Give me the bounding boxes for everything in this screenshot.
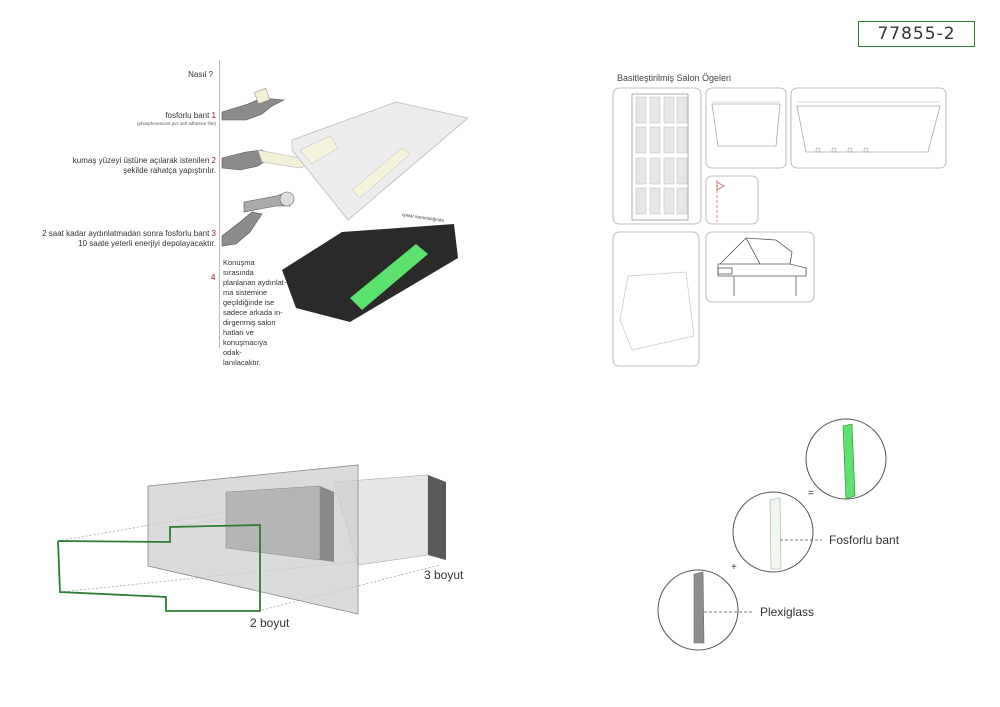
step-1-label: fosforlu bant: [165, 111, 210, 120]
label-plexiglass: Plexiglass: [760, 605, 815, 619]
small-detail-element: [705, 175, 759, 225]
label-2d: 2 boyut: [250, 616, 290, 630]
wall-panel-element: [612, 231, 700, 367]
step-4-line: dirgenmiş salon: [223, 318, 276, 327]
step-3-text: 2 saat kadar aydınlatmadan sonra fosforl…: [20, 229, 216, 249]
step-4-line: hatları ve: [223, 328, 254, 337]
step-4-line: Konuşma sırasında: [223, 258, 255, 277]
step-1-number: 1: [211, 111, 216, 120]
step-2-text: kumaş yüzeyi üstüne açılarak istenilen 2…: [40, 156, 216, 176]
layer-circle-fosforlu: [732, 491, 822, 573]
step-4-line: lanılacaktır.: [223, 358, 261, 367]
fabric-sheet-dark: [282, 224, 458, 322]
stage-element: [790, 87, 947, 169]
plus-sign: +: [731, 562, 737, 573]
step-4-paragraph: Konuşma sırasında planlanan aydınlat- ma…: [223, 258, 287, 368]
hand-flashlight-illustration: [221, 191, 295, 247]
step-4-line: ma sistemine: [223, 288, 268, 297]
timeline-divider: [219, 60, 220, 348]
step-4-line: geçildiğinde ise: [223, 298, 275, 307]
how-title: Nasıl ?: [188, 70, 213, 79]
step-4-line: planlanan aydınlat-: [223, 278, 287, 287]
step-4-number: 4: [211, 273, 216, 282]
label-3d: 3 boyut: [424, 568, 464, 582]
piano-element: [705, 231, 815, 303]
label-fosforlu: Fosforlu bant: [829, 533, 900, 547]
step-3-line2: 10 saate yeterli enerjiyi depolayacaktır…: [78, 239, 216, 248]
screen-element: [705, 87, 787, 169]
hand-tape-illustration: [221, 87, 286, 121]
panel-grid-element: [612, 87, 702, 225]
step-3-number: 3: [211, 229, 216, 238]
inner-box: [225, 485, 334, 562]
fabric-sheet-light: [291, 101, 469, 221]
step-2-line2: şekilde rahatça yapıştırılır.: [123, 166, 216, 175]
step-1-subtext: (phosphorescent pvc self adhesive film): [136, 121, 216, 126]
step-1-text: fosforlu bant 1: [120, 111, 216, 121]
sheet-id: 77855-2: [858, 21, 975, 47]
step-2-line1: kumaş yüzeyi üstüne açılarak istenilen: [72, 156, 210, 165]
equals-sign: =: [808, 488, 814, 499]
step-2-number: 2: [211, 156, 216, 165]
outline-2d: [57, 524, 261, 612]
step-3-line1: 2 saat kadar aydınlatmadan sonra fosforl…: [42, 229, 210, 238]
layer-circle-result: [805, 418, 887, 500]
layer-circle-plexiglass: [657, 569, 752, 651]
step-4-line: konuşmacıya odak-: [223, 338, 268, 357]
salon-title: Basitleştirilmiş Salon Ögeleri: [617, 73, 732, 83]
step-4-line: sadece arkada in-: [223, 308, 283, 317]
